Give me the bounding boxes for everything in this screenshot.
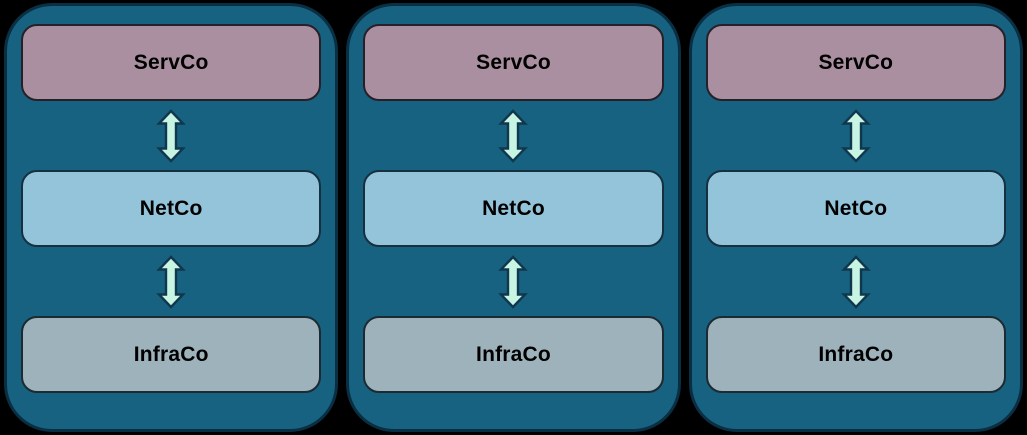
up-down-arrow-icon bbox=[497, 254, 529, 309]
netco-infraco-connector bbox=[21, 247, 321, 316]
servco-netco-connector bbox=[21, 101, 321, 170]
netco-box: NetCo bbox=[21, 170, 322, 247]
up-down-arrow-icon bbox=[497, 108, 529, 163]
servco-box: ServCo bbox=[21, 24, 322, 101]
stack-panel-1: ServCo NetCo InfraCo bbox=[4, 3, 339, 432]
up-down-arrow-icon bbox=[840, 254, 872, 309]
netco-box: NetCo bbox=[363, 170, 664, 247]
infraco-box: InfraCo bbox=[705, 316, 1006, 393]
netco-infraco-connector bbox=[706, 247, 1006, 316]
netco-infraco-connector bbox=[363, 247, 663, 316]
up-down-arrow-icon bbox=[840, 108, 872, 163]
servco-netco-connector bbox=[706, 101, 1006, 170]
servco-netco-connector bbox=[363, 101, 663, 170]
infraco-box: InfraCo bbox=[363, 316, 664, 393]
infraco-box: InfraCo bbox=[21, 316, 322, 393]
up-down-arrow-icon bbox=[155, 108, 187, 163]
servco-box: ServCo bbox=[705, 24, 1006, 101]
netco-box: NetCo bbox=[705, 170, 1006, 247]
servco-box: ServCo bbox=[363, 24, 664, 101]
stack-panel-3: ServCo NetCo InfraCo bbox=[688, 3, 1023, 432]
up-down-arrow-icon bbox=[155, 254, 187, 309]
stack-panel-2: ServCo NetCo InfraCo bbox=[346, 3, 681, 432]
